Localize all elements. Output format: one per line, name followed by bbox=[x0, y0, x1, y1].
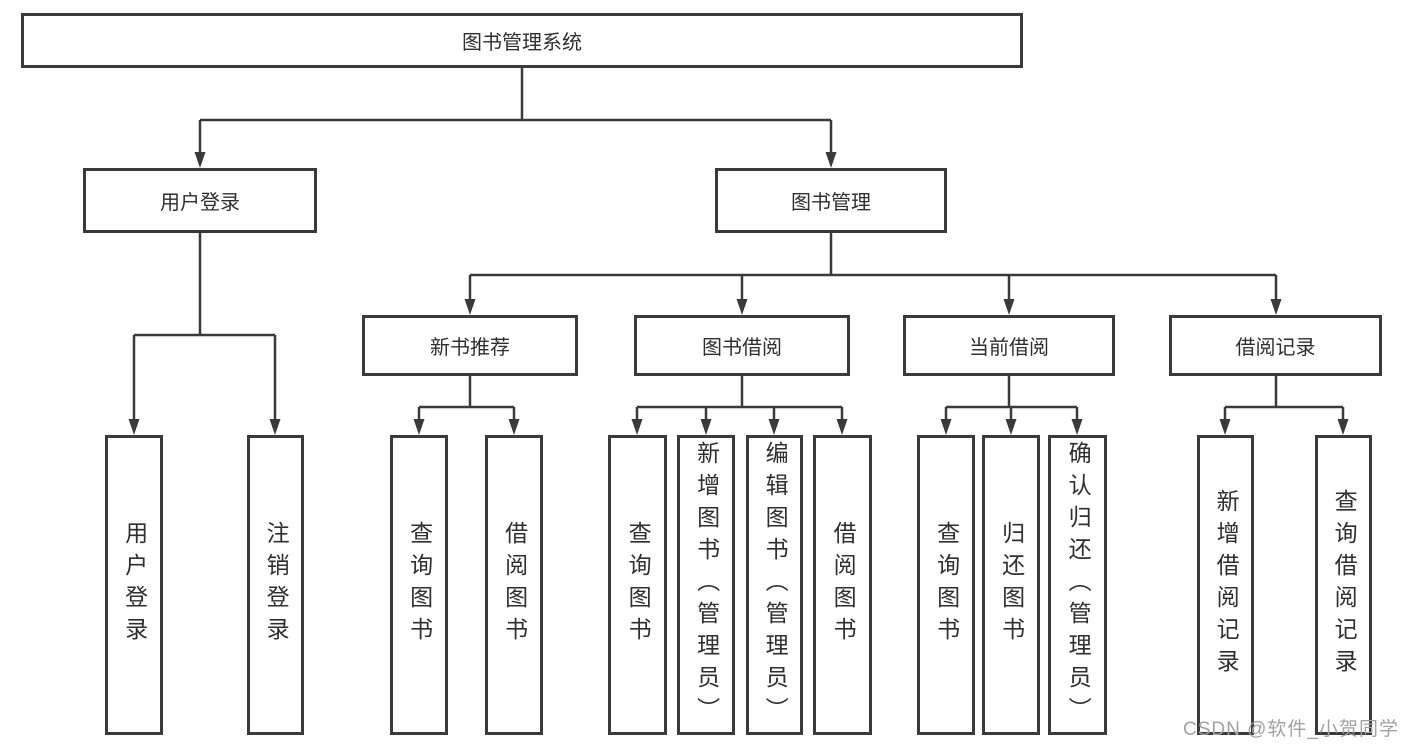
node-leaf-query-books-borrow: 查询图书 bbox=[608, 435, 667, 735]
node-leaf-add-borrow-record: 新增借阅记录 bbox=[1197, 435, 1254, 735]
node-label: 借阅图书 bbox=[830, 521, 857, 649]
connector-root bbox=[198, 68, 833, 153]
node-label: 编辑图书（管理员） bbox=[762, 441, 789, 729]
node-label: 借阅记录 bbox=[1235, 337, 1316, 359]
arrowhead bbox=[631, 419, 643, 435]
connector-book-management bbox=[468, 233, 1278, 300]
node-borrow-records: 借阅记录 bbox=[1169, 315, 1382, 376]
arrowhead bbox=[768, 419, 780, 435]
node-label: 新增图书（管理员） bbox=[693, 441, 720, 729]
node-current-borrow: 当前借阅 bbox=[903, 315, 1115, 376]
connector-current-borrow bbox=[944, 376, 1079, 420]
node-leaf-borrow-books: 借阅图书 bbox=[813, 435, 872, 735]
node-label: 注销登录 bbox=[263, 521, 290, 649]
node-label: 图书管理 bbox=[791, 192, 871, 214]
arrowhead bbox=[269, 419, 281, 435]
node-label: 用户登录 bbox=[160, 192, 240, 214]
watermark: CSDN @软件_小贺同学 bbox=[1183, 719, 1399, 740]
node-book-management-system: 图书管理系统 bbox=[21, 13, 1023, 68]
arrowhead bbox=[1005, 419, 1017, 435]
arrowhead bbox=[940, 419, 952, 435]
node-leaf-return-books: 归还图书 bbox=[982, 435, 1040, 735]
connector-book-borrow bbox=[635, 376, 844, 420]
arrowhead bbox=[1219, 419, 1231, 435]
node-leaf-query-borrow-record: 查询借阅记录 bbox=[1315, 435, 1372, 735]
arrowhead bbox=[836, 419, 848, 435]
node-new-book-recommend: 新书推荐 bbox=[362, 315, 578, 376]
arrowhead bbox=[413, 419, 425, 435]
node-leaf-add-book-admin: 新增图书（管理员） bbox=[677, 435, 735, 735]
arrowhead bbox=[1071, 419, 1083, 435]
arrowhead bbox=[1337, 419, 1349, 435]
node-leaf-query-books-recommend: 查询图书 bbox=[390, 435, 448, 735]
node-label: 查询图书 bbox=[933, 521, 960, 649]
node-leaf-user-login: 用户登录 bbox=[105, 435, 163, 735]
arrowhead bbox=[508, 419, 520, 435]
node-label: 确认归还（管理员） bbox=[1065, 441, 1092, 729]
arrowhead bbox=[464, 299, 476, 315]
arrowhead bbox=[700, 419, 712, 435]
node-label: 查询图书 bbox=[406, 521, 433, 649]
node-book-management: 图书管理 bbox=[715, 168, 947, 233]
node-label: 当前借阅 bbox=[969, 337, 1049, 359]
node-user-login: 用户登录 bbox=[83, 168, 317, 233]
node-label: 查询借阅记录 bbox=[1331, 489, 1358, 681]
node-leaf-confirm-return-admin: 确认归还（管理员） bbox=[1048, 435, 1107, 735]
node-leaf-borrow-books-recommend: 借阅图书 bbox=[485, 435, 543, 735]
arrowhead bbox=[736, 299, 748, 315]
arrowhead bbox=[1270, 299, 1282, 315]
node-label: 用户登录 bbox=[121, 521, 148, 649]
node-label: 图书管理系统 bbox=[462, 32, 582, 54]
arrowhead bbox=[194, 152, 206, 168]
node-leaf-logout: 注销登录 bbox=[247, 435, 304, 735]
arrowhead bbox=[1003, 299, 1015, 315]
node-label: 新书推荐 bbox=[430, 337, 510, 359]
connector-new-book bbox=[417, 376, 516, 420]
node-leaf-query-books-current: 查询图书 bbox=[917, 435, 975, 735]
node-label: 借阅图书 bbox=[501, 521, 528, 649]
connector-user-login bbox=[132, 233, 277, 420]
node-label: 归还图书 bbox=[998, 521, 1025, 649]
arrowhead bbox=[825, 152, 837, 168]
node-leaf-edit-book-admin: 编辑图书（管理员） bbox=[746, 435, 803, 735]
node-label: 图书借阅 bbox=[702, 337, 782, 359]
node-book-borrow: 图书借阅 bbox=[634, 315, 850, 376]
arrowhead bbox=[128, 419, 140, 435]
node-label: 新增借阅记录 bbox=[1213, 489, 1240, 681]
node-label: 查询图书 bbox=[625, 521, 652, 649]
connector-borrow-records bbox=[1223, 376, 1345, 420]
